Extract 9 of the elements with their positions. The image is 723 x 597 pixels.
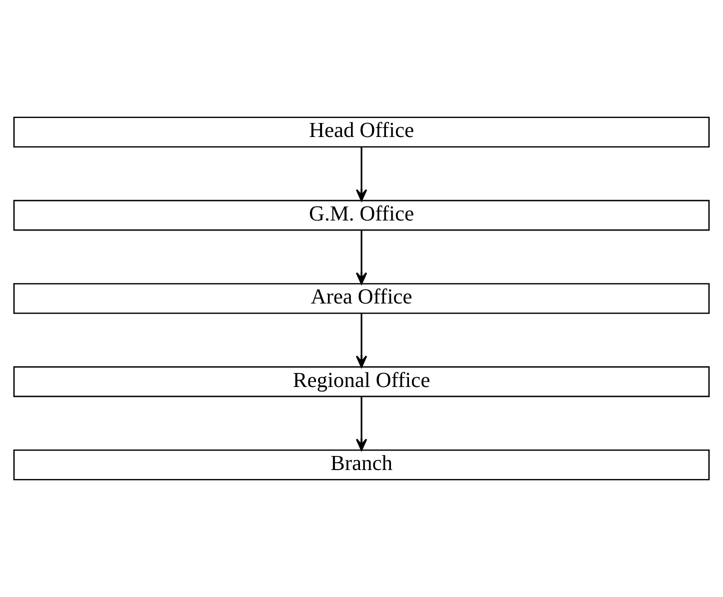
node-box: Head Office: [13, 116, 710, 148]
node-box: Regional Office: [13, 366, 710, 398]
arrow: [356, 314, 368, 368]
node-box: G.M. Office: [13, 200, 710, 231]
node-box: Area Office: [13, 283, 710, 314]
arrow: [356, 230, 368, 284]
arrow: [356, 396, 368, 451]
node-box: Branch: [13, 449, 710, 480]
arrow: [356, 147, 368, 202]
